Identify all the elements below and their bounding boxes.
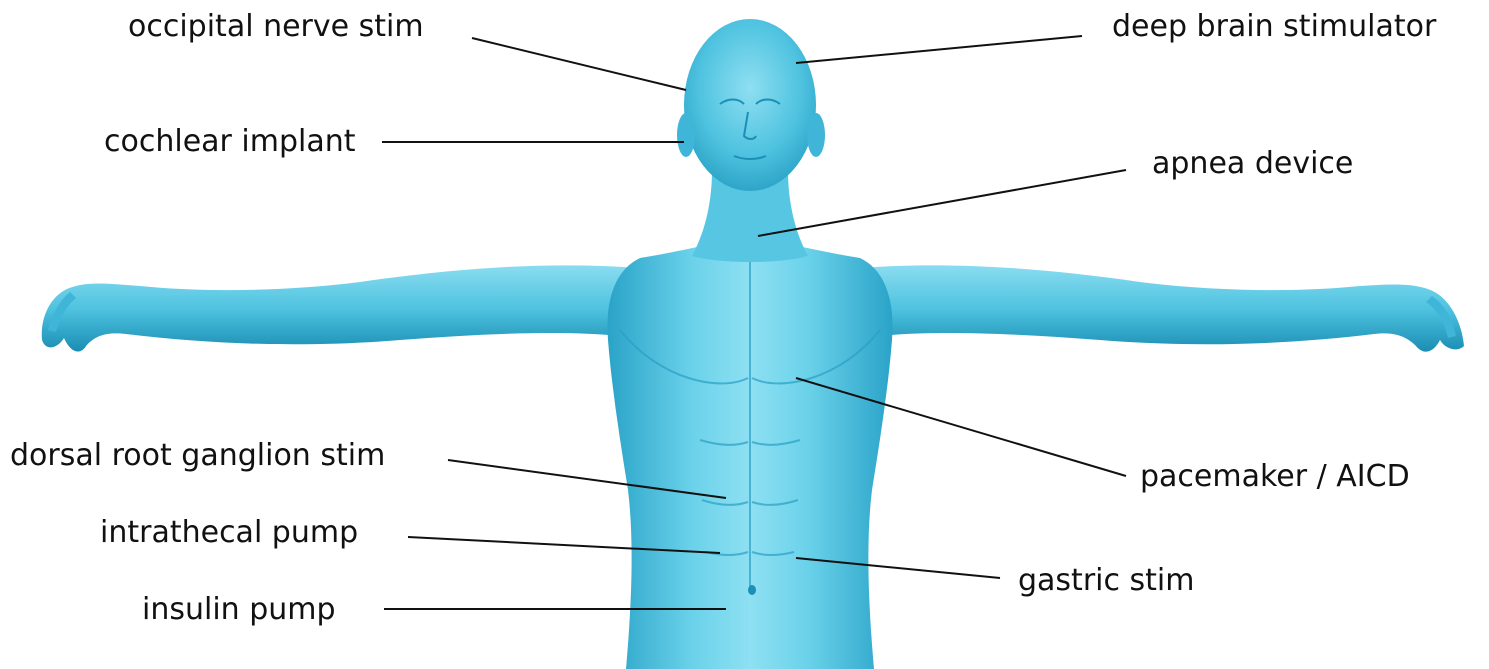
label-cochlear-implant: cochlear implant [104, 127, 356, 157]
label-occipital-nerve-stim: occipital nerve stim [128, 12, 424, 42]
label-apnea-device: apnea device [1152, 149, 1353, 179]
left-ear [677, 113, 695, 157]
label-intrathecal-pump: intrathecal pump [100, 518, 358, 548]
leader-apnea [758, 170, 1126, 236]
navel [748, 585, 756, 595]
right-arm [860, 265, 1464, 351]
label-insulin-pump: insulin pump [142, 595, 336, 625]
label-deep-brain-stimulator: deep brain stimulator [1112, 12, 1436, 42]
leader-occipital [472, 38, 686, 90]
label-pacemaker-aicd: pacemaker / AICD [1140, 462, 1410, 492]
human-body-figure [42, 19, 1464, 669]
label-dorsal-root-ganglion-stim: dorsal root ganglion stim [10, 441, 385, 471]
right-ear [807, 113, 825, 157]
leader-deep-brain [796, 36, 1082, 63]
head [684, 19, 816, 191]
left-arm [42, 265, 640, 351]
label-gastric-stim: gastric stim [1018, 566, 1194, 596]
